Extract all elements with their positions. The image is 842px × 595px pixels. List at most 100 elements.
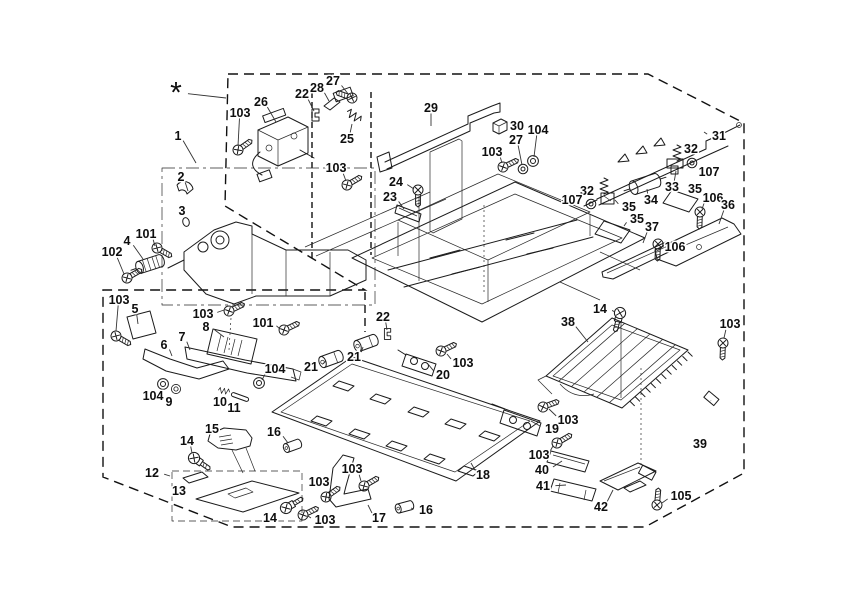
callout-label-35: 35: [688, 182, 702, 196]
leader-line-101: [276, 325, 281, 330]
leader-line-35: [623, 222, 627, 227]
callout-label-16: 16: [267, 425, 281, 439]
callout-label-11: 11: [227, 401, 240, 415]
callout-label-33: 33: [665, 180, 679, 194]
leader-line-33: [673, 170, 677, 182]
arm-7: [184, 346, 302, 382]
part-14-shoulder-icon: [185, 449, 214, 475]
leader-line-103: [550, 445, 554, 451]
leader-line-7: [186, 341, 191, 351]
callout-label-4: 4: [124, 234, 131, 248]
callout-label-104: 104: [265, 362, 286, 376]
callout-label-32: 32: [684, 142, 698, 156]
part-106-screw-icon: [651, 238, 664, 262]
lever-28: [323, 86, 354, 111]
callout-label-14: 14: [593, 302, 607, 316]
part-101-screw-icon: [276, 317, 303, 338]
callout-label-22: 22: [376, 310, 390, 324]
callout-label-7: 7: [179, 330, 186, 344]
callout-label-38: 38: [561, 315, 575, 329]
callout-label-103: 103: [109, 293, 130, 307]
leader-line-103: [358, 474, 362, 482]
part-9-grommet-icon: [170, 383, 182, 395]
callout-label-27: 27: [326, 74, 340, 88]
leader-line-14: [611, 310, 616, 313]
callout-label-12: 12: [145, 466, 159, 480]
leader-line-5: [136, 313, 139, 325]
assembly-1-engine-block: [167, 221, 367, 305]
leader-line-17: [367, 504, 373, 514]
bracket-20: [397, 349, 437, 377]
leader-line-34: [646, 188, 649, 195]
leader-line-103: [342, 173, 347, 182]
part-107-nut-icon: [686, 157, 698, 169]
leader-line-103: [499, 157, 503, 164]
leader-line-22: [385, 322, 388, 331]
part-103-screw-icon: [230, 135, 256, 158]
callout-label-105: 105: [671, 489, 692, 503]
callout-label-103: 103: [453, 356, 474, 370]
callout-label-103: 103: [193, 307, 214, 321]
part-16-rollers-icon: [281, 437, 304, 454]
leader-line-18: [470, 462, 476, 471]
callout-label-21: 21: [304, 360, 318, 374]
callout-label-103: 103: [315, 513, 336, 527]
callout-label-3: 3: [179, 204, 186, 218]
bracket-41: [549, 478, 597, 502]
callout-label-26: 26: [254, 95, 268, 109]
chassis-frame: [304, 138, 646, 323]
callout-label-25: 25: [340, 132, 354, 146]
leader-line-41: [555, 484, 567, 487]
part-103-screw-icon: [356, 472, 382, 494]
cable-39: [637, 390, 720, 481]
leader-line-26: [266, 106, 277, 123]
leader-line-12: [164, 473, 171, 477]
leader-line-42: [606, 489, 614, 503]
leader-line-104: [261, 373, 266, 381]
part-103-screw-icon: [536, 395, 562, 414]
callout-label-103: 103: [230, 106, 251, 120]
leader-line-24: [407, 184, 415, 190]
leader-line-21: [321, 360, 327, 365]
callout-label-37: 37: [645, 220, 659, 234]
callout-label-34: 34: [644, 193, 658, 207]
leader-line-103: [115, 305, 119, 332]
part-102-screw-icon: [119, 264, 145, 286]
part-103-screw-icon: [716, 337, 729, 361]
part-103-screw-icon: [221, 298, 248, 319]
bracket-35: [600, 192, 615, 205]
leader-line-21: [360, 346, 364, 353]
callout-label-107: 107: [699, 165, 720, 179]
leader-line-36: [718, 210, 725, 225]
pad-13: [182, 471, 209, 484]
callout-label-103: 103: [309, 475, 330, 489]
leader-line-102: [116, 257, 125, 275]
leader-line-103: [723, 329, 727, 339]
callout-label-106: 106: [703, 191, 724, 205]
callout-label-17: 17: [372, 511, 386, 525]
leader-line-8: [214, 329, 225, 338]
callout-label-24: 24: [389, 175, 403, 189]
part-103-screw-icon: [108, 328, 134, 350]
leader-line-2: [184, 181, 189, 192]
leader-line-103: [237, 118, 240, 147]
part-22-clip-icon: [311, 108, 320, 122]
leader-line-27: [517, 145, 523, 166]
tray-38: [537, 317, 693, 467]
leader-line-37: [642, 232, 648, 244]
callout-label-35: 35: [622, 200, 636, 214]
plate-8: [206, 317, 258, 365]
part-103-screw-icon: [433, 338, 460, 359]
callout-label-103: 103: [720, 317, 741, 331]
callout-label-13: 13: [172, 484, 186, 498]
fastener-layer: [108, 86, 729, 523]
callout-label-103: 103: [558, 413, 579, 427]
callout-label-103: 103: [482, 145, 503, 159]
sub-box-12: [171, 470, 303, 522]
callout-label-106: 106: [665, 240, 686, 254]
callout-label-103: 103: [342, 462, 363, 476]
leader-line-35: [614, 199, 619, 205]
part-22-clip-icon: [383, 328, 392, 340]
